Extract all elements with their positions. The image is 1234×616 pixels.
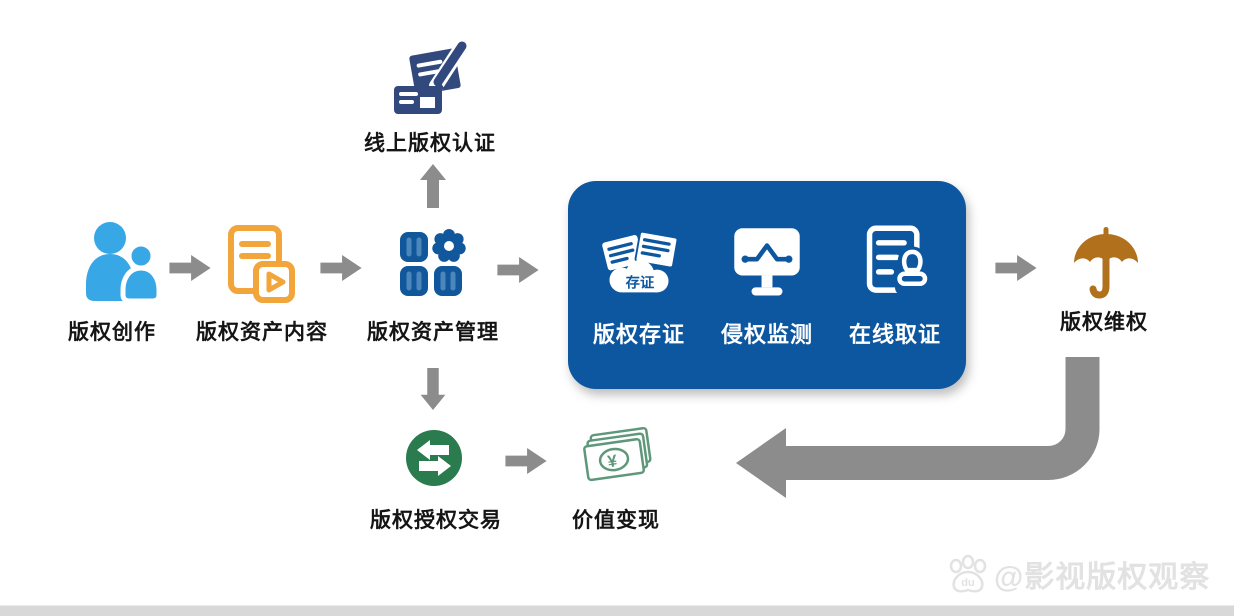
label-infringement-monitoring: 侵权监测: [720, 322, 813, 347]
watermark: du @影视版权观察: [946, 552, 1210, 596]
bottom-bar: [0, 605, 1234, 616]
label-copyright-creation: 版权创作: [68, 321, 156, 344]
banknotes-icon: ¥: [583, 426, 652, 482]
label-value-realization: 价值变现: [572, 509, 660, 532]
umbrella-icon: [1074, 227, 1138, 299]
platform-item-infringement-monitoring: 侵权监测: [716, 221, 818, 349]
copyright-platform-box: 存证 版权存证 侵权监测: [568, 181, 966, 389]
label-online-forensics: 在线取证: [848, 322, 941, 347]
arrow-right-icon: [497, 257, 539, 283]
label-asset-content: 版权资产内容: [196, 321, 328, 344]
return-flow-arrow-icon: [736, 357, 1100, 498]
evidence-deposit-icon: 存证: [602, 230, 679, 293]
creators-people-icon: [86, 222, 162, 302]
yuan-symbol: ¥: [606, 451, 619, 471]
app-grid-gear-icon: [400, 229, 466, 296]
label-rights-protection: 版权维权: [1060, 311, 1148, 334]
certificate-pen-icon: [394, 39, 469, 114]
evidence-badge-text: 存证: [626, 274, 655, 292]
label-online-certification: 线上版权认证: [364, 132, 496, 155]
arrow-right-icon: [169, 255, 211, 281]
media-document-icon: [228, 225, 295, 303]
arrow-down-icon: [420, 368, 446, 410]
monitor-pulse-icon: [734, 228, 800, 296]
arrow-up-icon: [420, 164, 446, 208]
paw-label: du: [961, 577, 974, 589]
arrow-right-icon: [505, 448, 547, 474]
document-stamp-icon: [866, 225, 934, 296]
platform-item-online-forensics: 在线取证: [844, 221, 946, 349]
label-licensing-trade: 版权授权交易: [370, 509, 502, 532]
arrow-right-icon: [995, 255, 1037, 281]
paw-icon: du: [949, 554, 987, 593]
platform-item-evidence-deposit: 存证 版权存证: [588, 221, 690, 349]
label-asset-management: 版权资产管理: [367, 321, 499, 344]
exchange-icon: [406, 430, 462, 486]
watermark-handle: @影视版权观察: [994, 561, 1211, 594]
arrow-right-icon: [320, 255, 362, 281]
label-copyright-evidence: 版权存证: [592, 322, 685, 347]
